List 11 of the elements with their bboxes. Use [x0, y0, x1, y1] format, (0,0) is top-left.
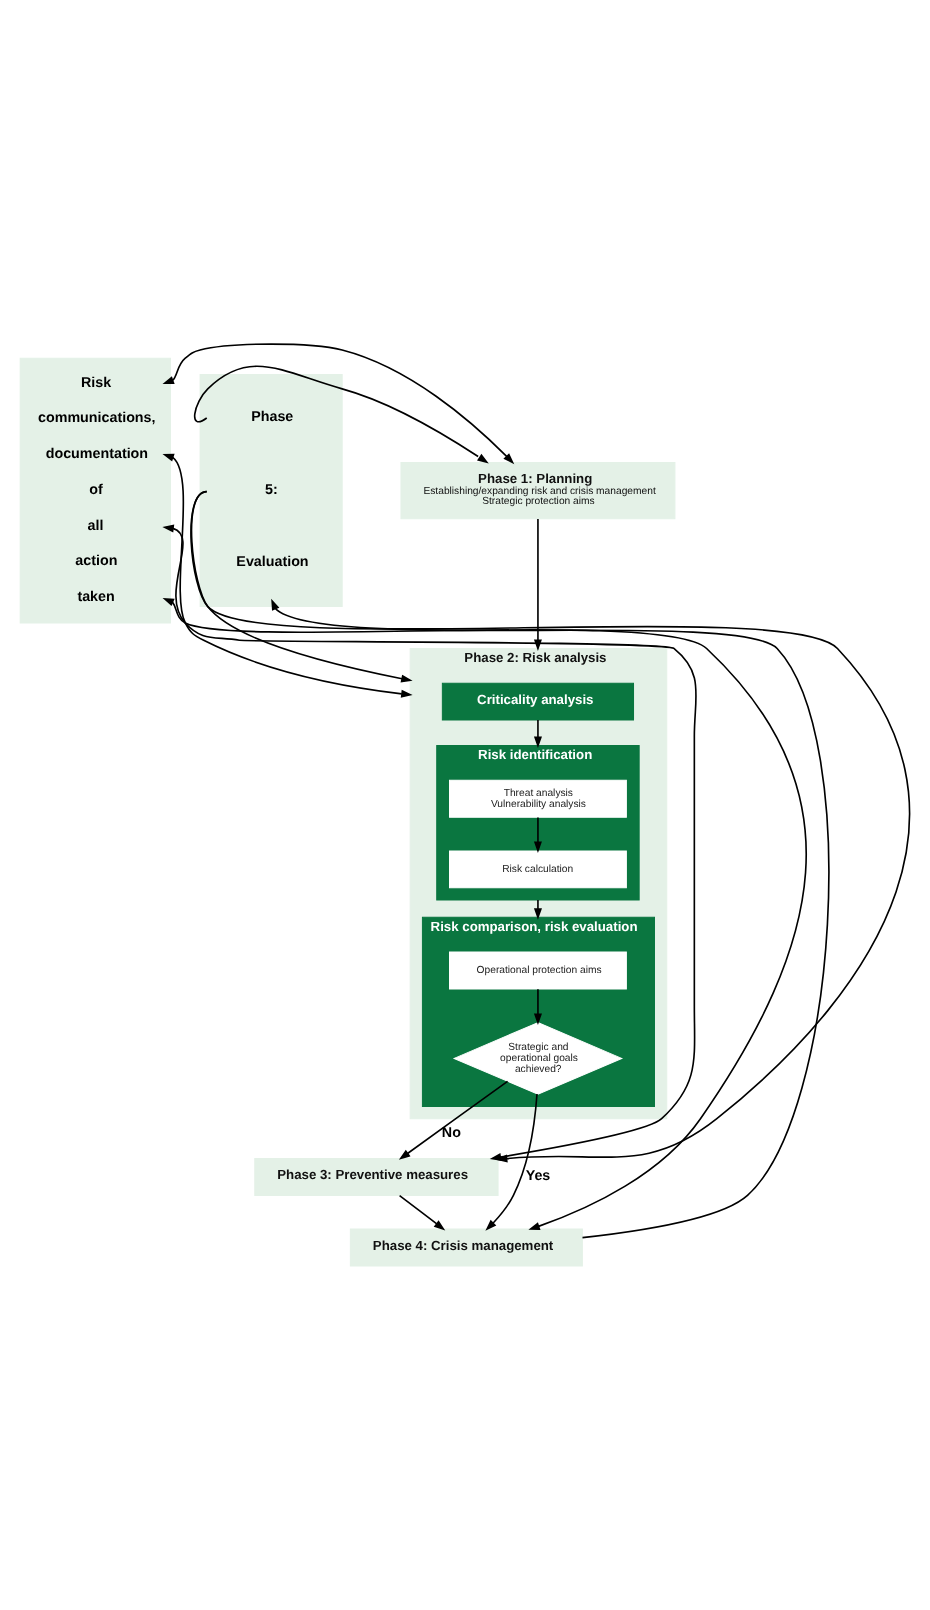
arrow [162, 343, 515, 465]
arrow [533, 518, 542, 651]
arrow [533, 899, 542, 920]
arrow [193, 365, 489, 464]
arrow [398, 1194, 446, 1231]
arrow [271, 598, 830, 1239]
arrow [533, 719, 542, 749]
arrow [162, 597, 807, 1230]
arrow [533, 988, 542, 1026]
arrow [533, 816, 542, 853]
arrow [162, 453, 413, 698]
